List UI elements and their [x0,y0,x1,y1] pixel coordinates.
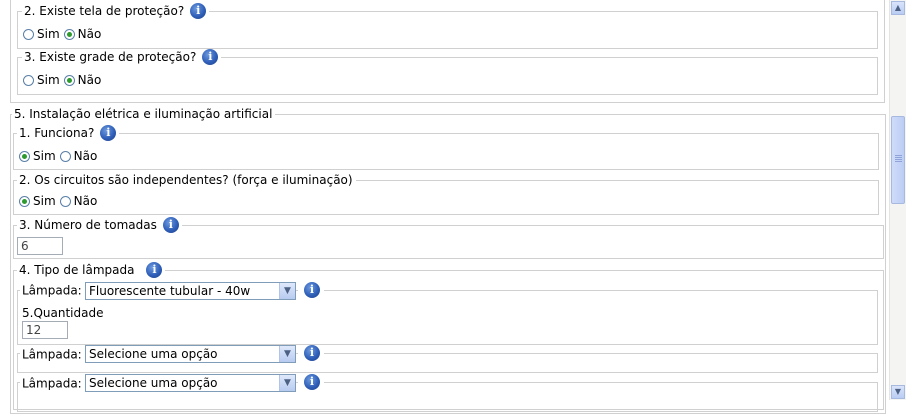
radio-nao-label: Não [77,73,102,87]
vertical-scrollbar[interactable]: ▲ ▼ [889,0,906,400]
info-icon[interactable]: i [190,3,207,19]
radio-sim[interactable] [19,151,30,162]
question-funciona: 1. Funciona? [19,126,95,140]
radio-sim-label: Sim [33,149,56,163]
chevron-down-icon[interactable]: ▼ [279,375,295,391]
chevron-down-icon[interactable]: ▼ [279,283,295,299]
info-icon[interactable]: i [304,345,320,361]
radio-group-circuitos: Sim Não [19,194,101,208]
legend-tipo-lampada: 4. Tipo de lâmpada i [17,262,166,278]
legend-lampada-3: Lâmpada: [20,376,86,391]
radio-group-tela-protecao: Sim Não [23,27,105,41]
fieldset-funciona [13,133,879,170]
lampada-1-select[interactable]: Fluorescente tubular - 40w ▼ [85,282,296,300]
fieldset-circuitos [13,180,879,215]
chevron-down-icon[interactable]: ▼ [279,346,295,362]
section4-fieldset [10,0,885,103]
arrow-down-icon[interactable]: ▼ [891,385,905,399]
section5-title: 5. Instalação elétrica e iluminação arti… [12,107,276,121]
lampada-label: Lâmpada: [22,347,82,362]
radio-sim-label: Sim [37,73,60,87]
lampada-2-selected: Selecione uma opção [89,347,218,361]
lampada-3-select[interactable]: Selecione uma opção ▼ [85,374,296,392]
legend-tela-protecao: 2. Existe tela de proteção? i [22,3,210,19]
lampada-2-select[interactable]: Selecione uma opção ▼ [85,345,296,363]
legend-funciona: 1. Funciona? i [17,125,120,141]
lampada-3-selected: Selecione uma opção [89,376,218,390]
fieldset-grade-protecao [17,57,878,95]
radio-sim-label: Sim [37,27,60,41]
radio-sim[interactable] [19,196,30,207]
fieldset-numero-tomadas [13,225,884,259]
info-icon[interactable]: i [100,125,117,141]
info-icon[interactable]: i [202,49,219,65]
radio-sim[interactable] [23,29,34,40]
numero-tomadas-input[interactable]: 6 [17,237,63,255]
radio-sim-label: Sim [33,194,56,208]
lampada-label: Lâmpada: [22,283,82,298]
radio-nao[interactable] [59,151,71,162]
info-holder-3: i [298,374,324,390]
question-circuitos: 2. Os circuitos são independentes? (forç… [17,173,356,187]
info-holder-1: i [298,282,324,298]
quantidade-input[interactable]: 12 [22,321,68,339]
fieldset-tela-protecao [17,11,878,49]
lampada-1-selected: Fluorescente tubular - 40w [89,284,251,298]
question-grade-protecao: 3. Existe grade de proteção? [24,50,197,64]
radio-nao[interactable] [59,196,71,207]
info-icon[interactable]: i [146,262,163,278]
legend-lampada-2: Lâmpada: [20,347,86,362]
radio-nao-label: Não [77,27,102,41]
radio-nao-label: Não [73,194,98,208]
info-icon[interactable]: i [304,282,320,298]
arrow-up-icon[interactable]: ▲ [891,1,905,15]
radio-nao-label: Não [73,149,98,163]
radio-nao[interactable] [63,29,75,40]
grip-icon [895,155,902,156]
radio-group-funciona: Sim Não [19,149,101,163]
fieldset-lampada-1 [17,290,878,345]
question-tela-protecao: 2. Existe tela de proteção? [24,4,185,18]
legend-grade-protecao: 3. Existe grade de proteção? i [22,49,222,65]
legend-lampada-1: Lâmpada: [20,283,86,298]
radio-nao[interactable] [63,75,75,86]
fieldset-lampada-2 [17,353,878,373]
info-icon[interactable]: i [304,374,320,390]
info-holder-2: i [298,345,324,361]
question-numero-tomadas: 3. Número de tomadas [19,218,157,232]
scrollbar-thumb[interactable] [891,116,905,204]
legend-numero-tomadas: 3. Número de tomadas i [17,217,182,233]
radio-sim[interactable] [23,75,34,86]
info-icon[interactable]: i [162,217,179,233]
radio-group-grade-protecao: Sim Não [23,73,105,87]
lampada-label: Lâmpada: [22,376,82,391]
quantidade-label: 5.Quantidade [22,306,104,320]
question-tipo-lampada: 4. Tipo de lâmpada [19,263,135,277]
